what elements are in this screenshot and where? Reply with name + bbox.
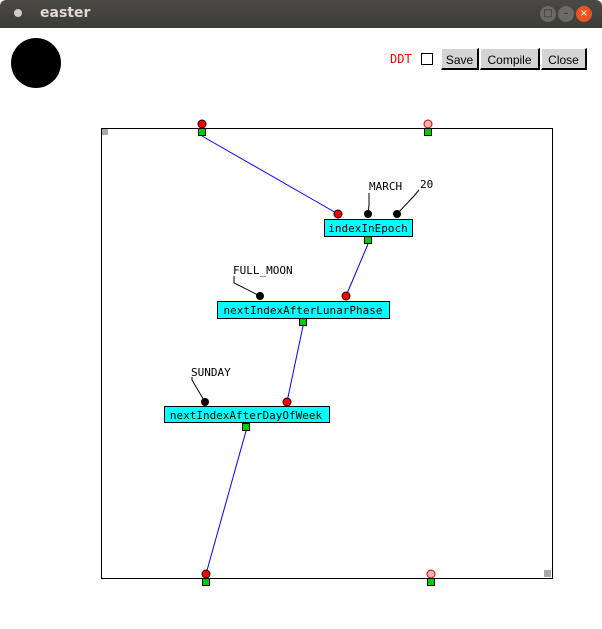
save-button[interactable]: Save xyxy=(441,48,479,70)
input-port[interactable] xyxy=(333,209,343,219)
node-box[interactable] xyxy=(164,406,330,423)
ddt-checkbox[interactable] xyxy=(421,53,433,65)
node-indexInEpoch[interactable]: indexInEpoch MARCH 20 xyxy=(324,178,434,244)
constant-port[interactable] xyxy=(201,398,209,406)
compile-button[interactable]: Compile xyxy=(480,48,540,70)
node-label: nextIndexAfterDayOfWeek xyxy=(170,409,323,422)
wires xyxy=(201,135,369,575)
wire xyxy=(205,430,247,575)
ddt-label: DDT xyxy=(390,52,412,66)
input-port[interactable] xyxy=(423,119,433,129)
node-label: nextIndexAfterLunarPhase xyxy=(224,304,383,317)
wire xyxy=(345,243,369,297)
app-icon xyxy=(14,9,22,17)
close-window-button[interactable]: × xyxy=(576,6,592,22)
arg-label: SUNDAY xyxy=(191,366,231,379)
output-port[interactable] xyxy=(299,318,307,326)
minimize-button[interactable]: – xyxy=(558,6,574,22)
constant-port[interactable] xyxy=(393,210,401,218)
output-port[interactable] xyxy=(202,578,210,586)
title-bar: easter □ – × xyxy=(0,0,602,28)
input-port[interactable] xyxy=(426,569,436,579)
arg-label: FULL_MOON xyxy=(233,264,293,277)
close-button[interactable]: Close xyxy=(541,48,587,70)
input-port[interactable] xyxy=(201,569,211,579)
input-port[interactable] xyxy=(341,291,351,301)
window-title: easter xyxy=(40,5,91,21)
constant-port[interactable] xyxy=(364,210,372,218)
output-port[interactable] xyxy=(198,128,206,136)
output-port[interactable] xyxy=(427,578,435,586)
canvas-frame xyxy=(101,128,553,579)
node-nextIndexAfterDayOfWeek[interactable]: nextIndexAfterDayOfWeek SUNDAY xyxy=(164,366,330,431)
wire xyxy=(201,135,339,215)
output-port[interactable] xyxy=(424,128,432,136)
node-nextIndexAfterLunarPhase[interactable]: nextIndexAfterLunarPhase FULL_MOON xyxy=(217,264,390,326)
output-port[interactable] xyxy=(364,236,372,244)
arg-line xyxy=(233,276,261,297)
input-port[interactable] xyxy=(197,119,207,129)
arg-line xyxy=(396,189,420,215)
input-port[interactable] xyxy=(282,397,292,407)
node-label: indexInEpoch xyxy=(328,222,407,235)
wire xyxy=(286,325,304,403)
arg-label: MARCH xyxy=(369,180,402,193)
resize-handle-bottom-right[interactable] xyxy=(544,570,551,577)
status-indicator xyxy=(11,38,61,88)
constant-port[interactable] xyxy=(256,292,264,300)
arg-label: 20 xyxy=(420,178,433,191)
output-port[interactable] xyxy=(242,423,250,431)
maximize-button[interactable]: □ xyxy=(540,6,556,22)
resize-handle-top-left[interactable] xyxy=(102,129,108,135)
arg-line xyxy=(191,377,206,403)
